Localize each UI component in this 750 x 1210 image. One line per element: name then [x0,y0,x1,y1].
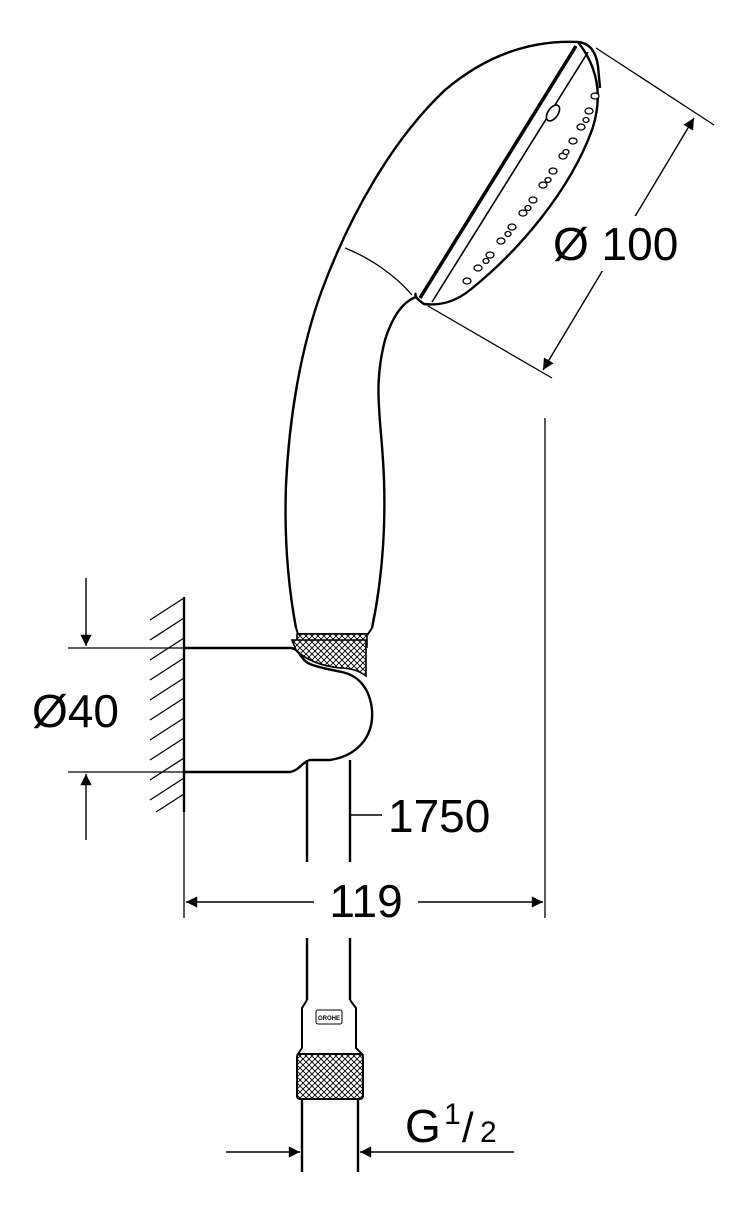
thread-slash: / [462,1104,474,1151]
dimension-spray-diameter: Ø 100 [427,47,715,379]
handle-collar [295,627,373,635]
dimension-wall-distance: 119 [183,812,543,927]
shower-seam [344,247,413,296]
logo-plate [315,1009,343,1025]
connector-nut [296,1053,364,1100]
hand-shower [284,40,602,648]
thread-numerator: 1 [444,1098,461,1131]
wall-distance-label: 119 [329,875,402,927]
thread-letter: G [405,1100,441,1152]
dimension-thread: G 1 / 2 [226,1098,514,1158]
shower-handle-outline [284,40,602,629]
spray-face-outer [414,41,599,306]
thread-denominator: 2 [480,1116,497,1149]
dimension-hose-length: 1750 [350,790,490,842]
logo-text: GROHE [318,1016,340,1022]
holder-diameter-label: Ø40 [32,685,119,737]
wall-hatching [149,597,185,813]
spray-face-rim-inner [431,51,589,303]
holder-knurled-grip [290,639,367,678]
hose-length-label: 1750 [388,790,490,842]
spray-toggle [545,104,561,122]
hose-connector: GROHE [296,938,365,1172]
wall-holder [149,597,374,862]
shower-handle-inner-edge [370,295,417,629]
spray-diameter-label: Ø 100 [553,218,678,270]
dimension-holder-diameter: Ø40 [32,578,184,840]
spray-face-rim [418,45,578,299]
